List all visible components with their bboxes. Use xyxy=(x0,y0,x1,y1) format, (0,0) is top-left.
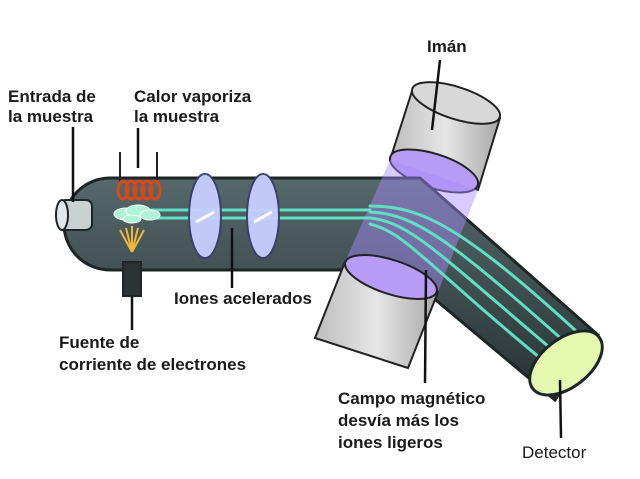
label-campo-line3: iones ligeros xyxy=(338,433,443,452)
label-campo-line1: Campo magnético xyxy=(338,389,485,408)
electron-source xyxy=(122,261,142,297)
label-iones-acelerados: Iones acelerados xyxy=(174,289,312,308)
leader-lines xyxy=(71,59,563,439)
vapor-cloud xyxy=(113,204,161,224)
label-fuente-line2: corriente de electrones xyxy=(59,355,246,374)
upper-magnet xyxy=(388,81,502,194)
label-detector: Detector xyxy=(522,443,587,462)
label-fuente-line1: Fuente de xyxy=(59,333,139,352)
label-calor-line1: Calor vaporiza xyxy=(134,87,252,106)
lower-magnet xyxy=(313,254,440,370)
label-campo-line2: desvía más los xyxy=(338,411,459,430)
label-iman: Imán xyxy=(427,37,467,56)
detector-end xyxy=(528,329,604,397)
label-calor-line2: la muestra xyxy=(134,107,220,126)
label-entrada-line1: Entrada de xyxy=(8,87,96,106)
electron-filament xyxy=(119,226,145,253)
heater-coil xyxy=(116,152,162,201)
accelerator-plates xyxy=(188,173,280,259)
lower-magnet-pole-face xyxy=(344,254,438,300)
label-entrada-line2: la muestra xyxy=(8,107,94,126)
